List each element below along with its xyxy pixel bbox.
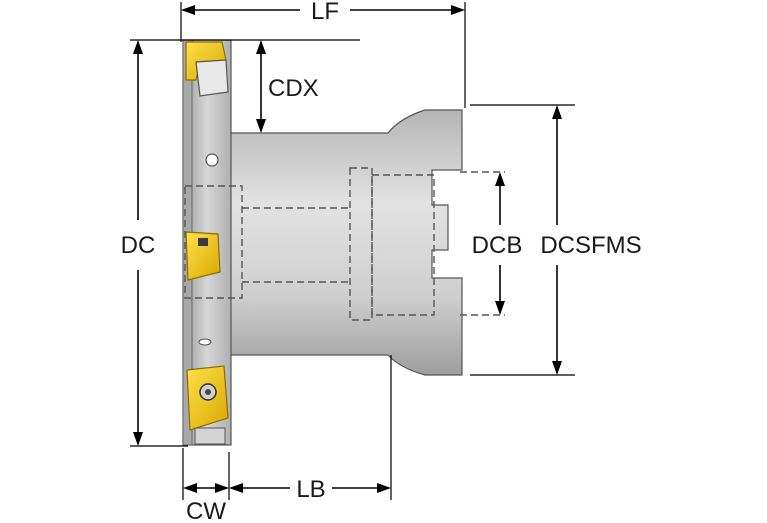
label-dcsfms: DCSFMS bbox=[540, 232, 641, 259]
dim-dc bbox=[133, 40, 143, 446]
screw-hole-lower bbox=[198, 338, 212, 346]
label-cdx: CDX bbox=[268, 75, 319, 102]
label-dcb: DCB bbox=[472, 232, 523, 259]
insert-bottom-clamp bbox=[194, 427, 226, 445]
dimension-lines bbox=[133, 5, 562, 493]
dimension-labels: LF CDX DC DCB DCSFMS CW LB bbox=[121, 0, 642, 523]
extension-lines bbox=[130, 2, 575, 500]
insert-middle-slot bbox=[198, 238, 208, 246]
hidden-lines bbox=[184, 167, 505, 321]
dim-cw bbox=[183, 483, 229, 493]
insert-bottom bbox=[186, 365, 229, 445]
insert-top bbox=[185, 41, 229, 97]
dim-cdx bbox=[256, 40, 266, 133]
dim-dcsfms bbox=[552, 105, 562, 375]
insert-middle bbox=[185, 231, 221, 281]
screw-hole bbox=[205, 153, 219, 167]
label-dc: DC bbox=[121, 232, 156, 259]
dim-lf bbox=[181, 5, 465, 15]
insert-top-pocket bbox=[195, 59, 229, 97]
insert-bottom-screw-center bbox=[205, 389, 211, 395]
label-lf: LF bbox=[311, 0, 339, 25]
label-cw: CW bbox=[186, 498, 226, 523]
dim-lb bbox=[229, 483, 391, 493]
cutter-main-body bbox=[229, 109, 463, 376]
label-lb: LB bbox=[296, 476, 325, 503]
insert-middle-yellow bbox=[185, 231, 221, 281]
dim-dcb bbox=[495, 172, 505, 315]
